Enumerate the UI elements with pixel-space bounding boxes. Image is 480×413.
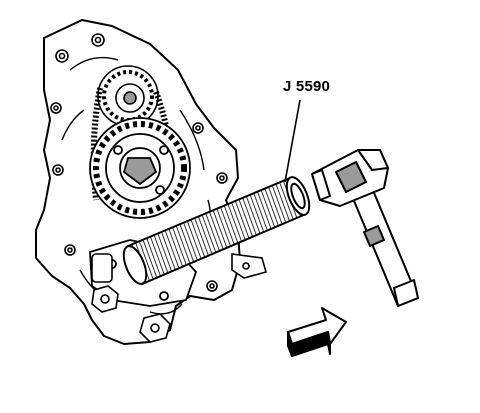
direction-arrow-icon xyxy=(287,307,347,357)
tool-label: J 5590 xyxy=(283,78,331,95)
seal-installer-tool xyxy=(122,176,311,286)
side-bracket xyxy=(231,253,267,279)
crankshaft-sprocket xyxy=(89,117,191,219)
camshaft-sprocket xyxy=(97,65,159,127)
callout-leader xyxy=(284,99,301,183)
hex-bolts xyxy=(91,253,171,343)
mallet xyxy=(311,149,419,307)
